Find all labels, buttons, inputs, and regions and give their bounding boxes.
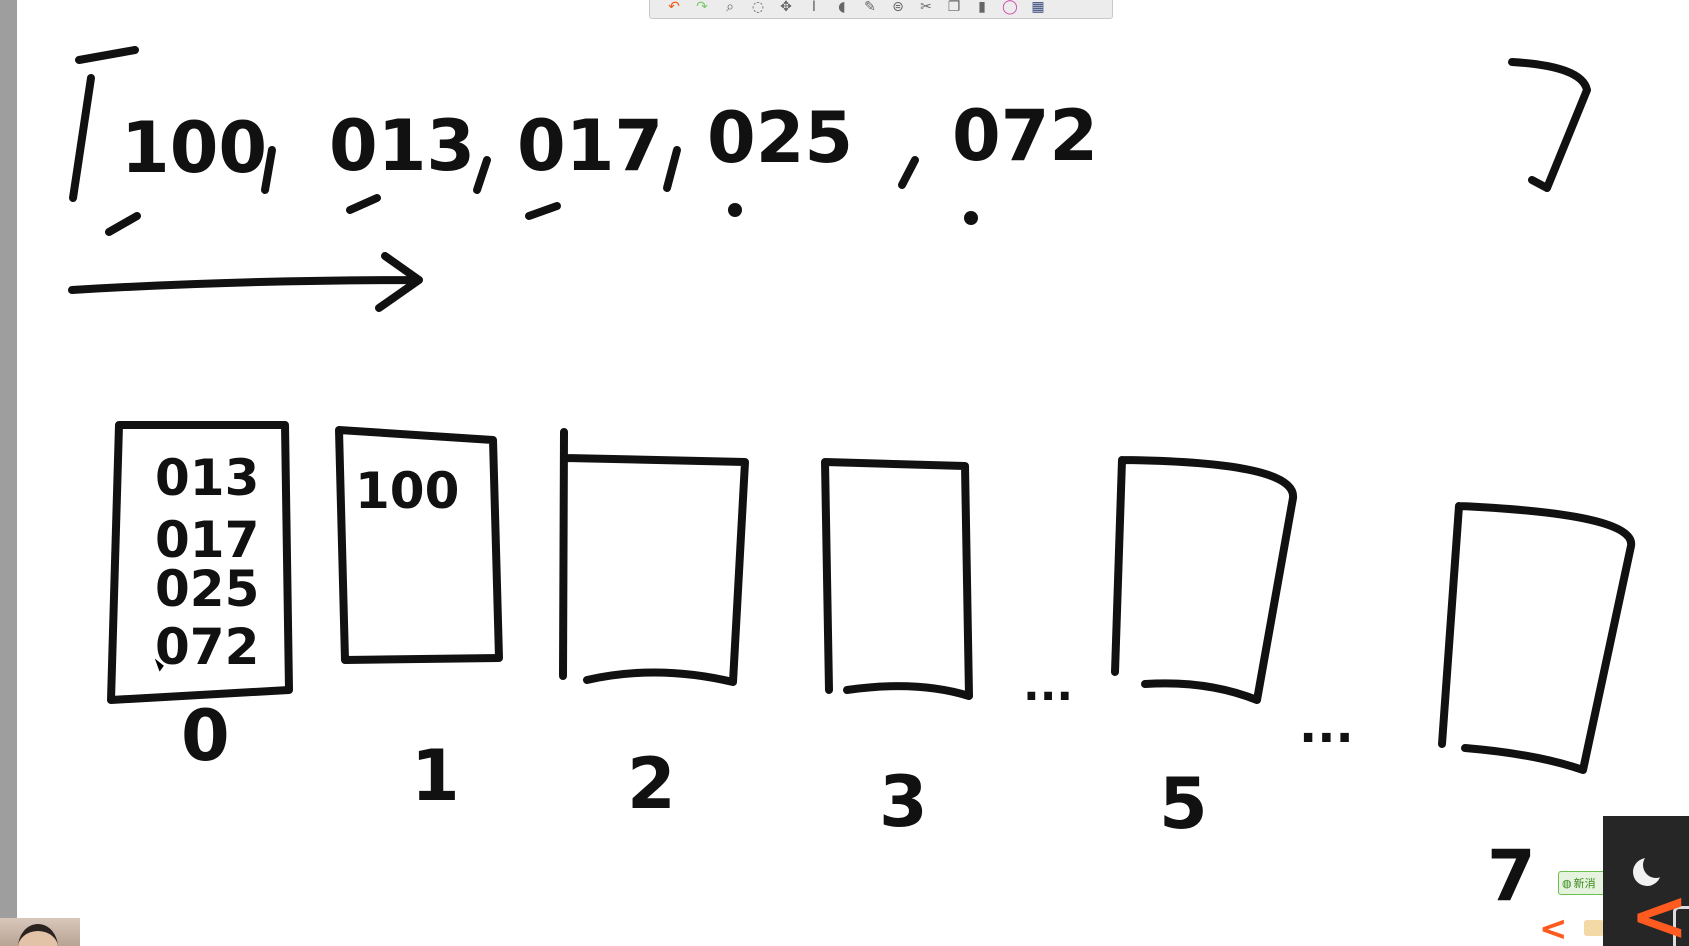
whiteboard-canvas[interactable]: 100 013 017 025 072 xyxy=(17,0,1689,946)
array-item-2: 017 xyxy=(517,105,681,220)
bucket-2-box xyxy=(559,428,749,686)
array-item-3: 025 xyxy=(707,97,919,217)
left-window-edge xyxy=(0,0,17,946)
collapse-chevron-icon[interactable]: < xyxy=(1630,875,1689,946)
left-bracket xyxy=(69,46,139,202)
bucket-3-box xyxy=(821,458,973,700)
bucket-5-label: 5 xyxy=(1159,763,1208,845)
pen-width-icon[interactable]: ▮ xyxy=(978,0,986,15)
bucket-0-item-2: 025 xyxy=(155,560,259,618)
ellipsis-1: ... xyxy=(1023,660,1073,711)
pen-icon[interactable]: ✎ xyxy=(864,0,876,15)
array-item-0: 100 xyxy=(105,107,276,236)
array-item-0-text: 100 xyxy=(121,107,267,189)
bucket-1-item-0: 100 xyxy=(355,462,459,520)
bucket-3-label: 3 xyxy=(879,761,928,843)
chat-icon: ◍ xyxy=(1562,877,1572,890)
webcam-thumbnail xyxy=(0,918,80,946)
new-message-notification[interactable]: ◍ 新消 xyxy=(1558,871,1606,895)
moon-icon-cutout xyxy=(1643,852,1669,878)
array-item-4-text: 072 xyxy=(952,95,1098,177)
bucket-1-box xyxy=(335,426,503,664)
grid-icon[interactable]: ▦ xyxy=(1031,0,1045,15)
side-panel xyxy=(1603,816,1689,946)
bucket-7-box xyxy=(1438,502,1636,774)
array-item-3-text: 025 xyxy=(707,97,853,179)
bucket-1-label: 1 xyxy=(411,735,460,817)
eraser-icon[interactable]: ◖ xyxy=(838,0,846,15)
bucket-2-label: 2 xyxy=(627,743,676,825)
array-item-2-text: 017 xyxy=(517,105,663,187)
undo-icon[interactable]: ↶ xyxy=(668,0,680,15)
whiteboard-drawing: 100 013 017 025 072 xyxy=(68,46,1636,917)
bucket-0-box xyxy=(107,421,293,704)
bucket-0-item-3: 072 xyxy=(155,618,259,676)
move-icon[interactable]: ✥ xyxy=(780,0,792,15)
stamp-icon[interactable]: ⊜ xyxy=(892,0,904,15)
array-item-1-text: 013 xyxy=(329,105,475,187)
array-item-4: 072 xyxy=(952,95,1098,225)
notification-text: 新消 xyxy=(1573,878,1596,890)
text-icon[interactable]: I xyxy=(811,0,817,15)
drawing-toolbar: ↶ ↷ ⌕ ◌ ✥ I ◖ ✎ ⊜ ✂ ❐ ▮ ◯ ▦ xyxy=(649,0,1113,19)
ellipsis-2: ... xyxy=(1299,698,1354,754)
panel-frame-icon xyxy=(1673,906,1689,946)
bucket-0-label: 0 xyxy=(181,695,230,777)
camera-icon[interactable] xyxy=(1584,920,1604,936)
presenter-face xyxy=(18,924,58,946)
zoom-icon[interactable]: ⌕ xyxy=(726,0,734,15)
redo-icon[interactable]: ↷ xyxy=(696,0,708,15)
array-item-1: 013 xyxy=(329,105,491,214)
scissors-icon[interactable]: ✂ xyxy=(920,0,932,15)
color-wheel-icon[interactable]: ◯ xyxy=(1002,0,1018,15)
traversal-arrow xyxy=(68,252,423,312)
back-chevron-icon[interactable]: < xyxy=(1539,909,1568,946)
right-bracket xyxy=(1508,58,1591,192)
bucket-0-item-0: 013 xyxy=(155,449,259,507)
bucket-0-item-1: 017 xyxy=(155,511,259,569)
bucket-5-box xyxy=(1111,456,1298,704)
bucket-7-label: 7 xyxy=(1487,835,1536,917)
lasso-icon[interactable]: ◌ xyxy=(751,0,765,15)
copy-icon[interactable]: ❐ xyxy=(947,0,961,15)
